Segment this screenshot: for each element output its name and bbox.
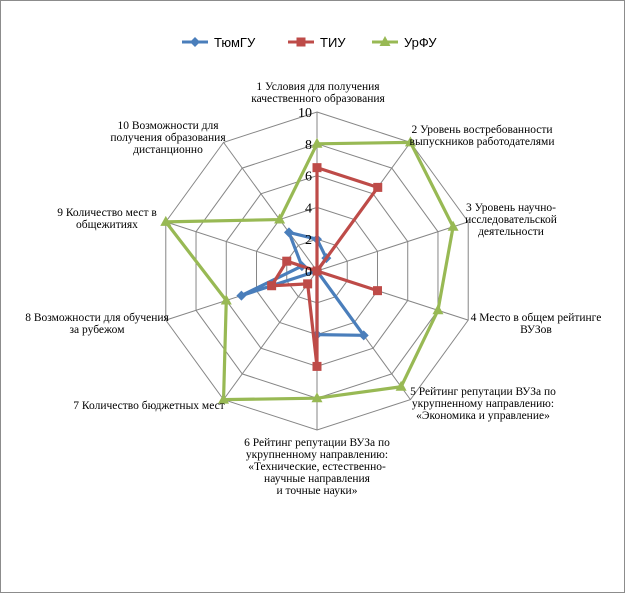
category-label-line: получения образования <box>110 132 226 144</box>
category-label-line: 6 Рейтинг репутации ВУЗа по <box>244 437 390 449</box>
data-point <box>395 380 407 391</box>
category-label-line: качественного образования <box>251 93 385 105</box>
tick-label: 8 <box>305 138 312 153</box>
data-point <box>283 227 294 238</box>
data-point <box>296 37 306 47</box>
category-label-line: 2 Уровень востребованности <box>411 124 552 136</box>
data-point <box>190 37 200 47</box>
data-point <box>218 393 230 404</box>
category-label-line: деятельности <box>478 226 544 238</box>
tick-label: 2 <box>305 233 312 248</box>
spoke-line <box>223 142 318 272</box>
category-label-line: дистанционно <box>133 144 203 156</box>
tick-label: 0 <box>305 265 312 280</box>
category-label-line: 3 Уровень научно- <box>466 202 556 214</box>
series-УрФУ <box>160 136 459 404</box>
data-point <box>372 286 382 296</box>
spoke-line <box>223 270 318 400</box>
legend-item-ТИУ: ТИУ <box>288 35 346 50</box>
series-ТИУ <box>267 163 383 371</box>
category-label-line: укрупненному направлению: <box>246 449 388 461</box>
data-point <box>303 279 313 289</box>
category-label-line: 4 Место в общем рейтинге <box>471 312 602 324</box>
legend-label: ТюмГУ <box>214 35 256 50</box>
category-label-line: ВУЗов <box>520 324 552 336</box>
category-label-line: 7 Количество бюджетных мест <box>73 400 224 412</box>
category-label-line: 9 Количество мест в <box>57 207 157 219</box>
data-point <box>432 304 444 315</box>
category-label-line: за рубежом <box>70 324 126 336</box>
data-point <box>404 136 416 147</box>
data-point <box>373 182 383 192</box>
data-point <box>447 220 459 231</box>
radar-series <box>160 136 459 404</box>
data-point <box>312 266 322 276</box>
data-point <box>311 137 323 148</box>
data-point <box>220 294 232 305</box>
category-label-line: 8 Возможности для обучения <box>25 312 169 324</box>
radial-tick-labels: 0 2 4 6 8 10 <box>298 106 312 280</box>
legend: ТюмГУ ТИУ УрФУ <box>182 35 437 50</box>
data-point <box>312 361 322 371</box>
category-label-line: выпускников работодателями <box>410 136 555 148</box>
legend-label: УрФУ <box>404 35 437 50</box>
data-point <box>267 281 277 291</box>
category-label-line: исследовательской <box>465 214 557 226</box>
spoke-line <box>316 221 469 272</box>
tick-label: 6 <box>305 170 312 185</box>
category-label-line: общежитиях <box>76 219 138 231</box>
legend-item-ТюмГУ: ТюмГУ <box>182 35 256 50</box>
tick-label: 4 <box>305 201 312 216</box>
data-point <box>236 290 247 301</box>
data-point <box>358 330 369 341</box>
data-point <box>274 213 286 224</box>
category-label-line: укрупненному направлению: <box>412 398 554 410</box>
category-label-line: «Экономика и управление» <box>416 410 550 422</box>
category-label-line: научные направления <box>264 473 371 485</box>
data-point <box>312 163 322 173</box>
legend-label: ТИУ <box>320 35 346 50</box>
data-point <box>282 256 292 266</box>
category-label-line: 1 Условия для получения <box>256 81 380 93</box>
category-label-line: «Технические, естественно- <box>248 461 386 473</box>
data-point <box>311 392 323 403</box>
category-label-line: 10 Возможности для <box>117 120 219 132</box>
data-point <box>160 215 172 226</box>
tick-label: 10 <box>298 106 312 121</box>
category-label-line: 5 Рейтинг репутации ВУЗа по <box>410 386 556 398</box>
category-label-line: и точные науки» <box>277 485 358 497</box>
data-point <box>379 36 391 46</box>
category-label: 7 Количество бюджетных мест <box>73 400 224 412</box>
legend-item-УрФУ: УрФУ <box>372 35 437 50</box>
